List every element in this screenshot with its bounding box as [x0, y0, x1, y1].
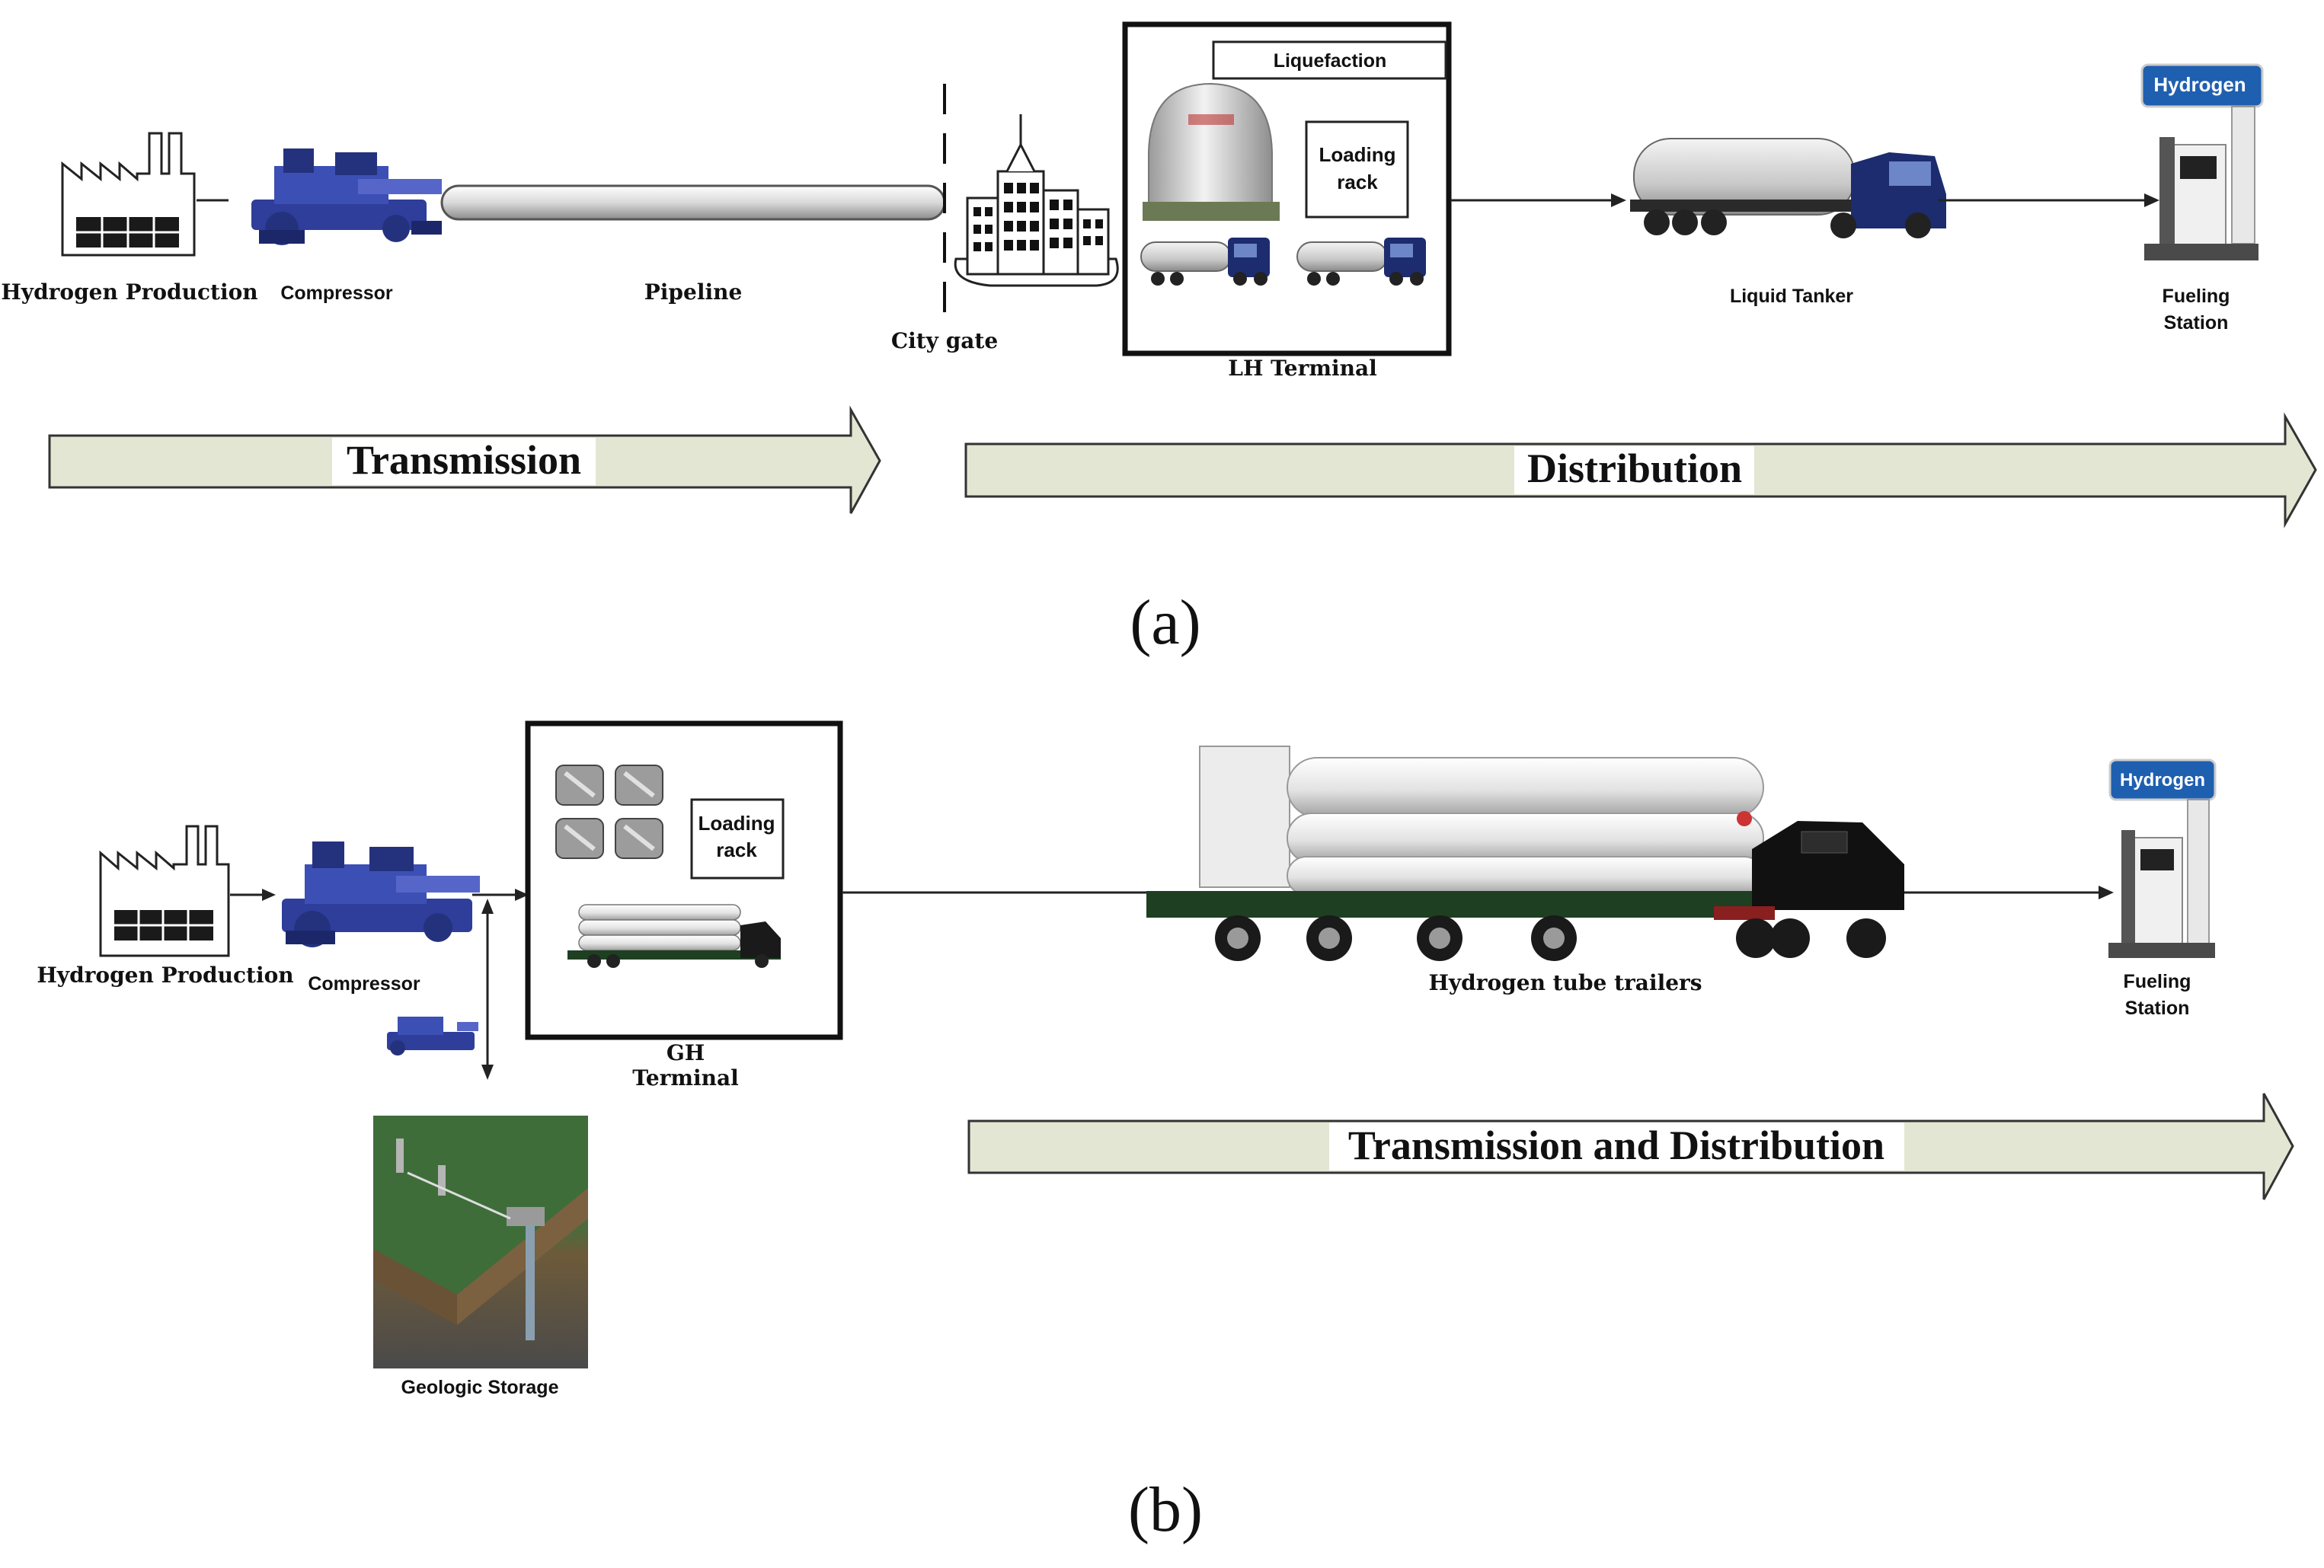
label-geologic-storage: Geologic Storage: [401, 1377, 559, 1398]
arrow-head: [481, 899, 494, 914]
fueling-station-icon: [2108, 758, 2217, 958]
label-gh-terminal-line1: GH: [667, 1040, 705, 1065]
arrow-head: [481, 1065, 494, 1080]
label-loading-rack-a-line2: rack: [1337, 171, 1378, 193]
small-tanker-icon: [1140, 238, 1270, 286]
caption-b: (b): [1128, 1474, 1203, 1545]
geologic-storage-image: [373, 1116, 588, 1368]
label-gh-terminal-line2: Terminal: [632, 1065, 739, 1091]
label-loading-rack-a-line1: Loading: [1319, 143, 1395, 166]
small-tanker-icon: [1296, 238, 1426, 286]
loading-rack-box-b: [690, 798, 785, 880]
label-station-sign-b: Hydrogen: [2120, 770, 2205, 790]
label-compressor-b: Compressor: [308, 973, 420, 995]
small-tube-trailer-icon: [567, 904, 781, 968]
factory-icon: [99, 825, 230, 957]
label-hydrogen-production-a: Hydrogen Production: [1, 279, 257, 305]
arrow-head: [262, 889, 276, 901]
label-pipeline: Pipeline: [644, 279, 743, 305]
storage-dome-icon: [1143, 82, 1280, 221]
factory-icon: [61, 132, 196, 257]
label-loading-rack-b-line2: rack: [716, 838, 757, 861]
label-fueling-station-b-line1: Fueling: [2124, 971, 2191, 992]
label-lh-terminal: LH Terminal: [1228, 356, 1376, 381]
label-liquefaction: Liquefaction: [1274, 50, 1387, 72]
arrow-head: [515, 889, 529, 901]
liquid-tanker-icon: [1630, 138, 1946, 238]
label-distribution-band: Distribution: [1527, 445, 1742, 491]
label-fueling-station-a-line2: Station: [2164, 312, 2229, 334]
arrow-head: [2144, 193, 2159, 207]
arrow-head: [1611, 193, 1626, 207]
label-tube-trailers: Hydrogen tube trailers: [1428, 970, 1702, 995]
label-compressor-a: Compressor: [280, 283, 393, 304]
band-label-bg: [332, 438, 596, 485]
label-transmission-band: Transmission: [347, 437, 581, 483]
label-hydrogen-production-b: Hydrogen Production: [37, 963, 293, 988]
label-loading-rack-b-line1: Loading: [698, 812, 775, 835]
arrow-head: [2099, 886, 2114, 899]
fueling-station-icon: [2140, 63, 2264, 260]
band-label-bg: [1514, 446, 1754, 494]
band-label-bg: [1329, 1123, 1904, 1170]
pipeline-graphic: [440, 184, 946, 221]
small-compressor-icon: [387, 1017, 478, 1055]
label-city-gate: City gate: [891, 328, 998, 353]
label-liquid-tanker: Liquid Tanker: [1730, 286, 1853, 307]
gas-cylinder-bundle-icon: [555, 765, 663, 859]
label-transmission-distribution-band: Transmission and Distribution: [1348, 1123, 1884, 1168]
label-station-sign-a: Hydrogen: [2153, 73, 2246, 96]
compressor-icon: [251, 148, 442, 245]
label-fueling-station-b-line2: Station: [2125, 998, 2190, 1019]
label-fueling-station-a-line1: Fueling: [2163, 286, 2230, 307]
liquefaction-box: [1212, 40, 1447, 80]
tube-trailer-icon: [1146, 746, 1904, 961]
compressor-icon: [282, 841, 480, 947]
caption-a: (a): [1130, 587, 1200, 658]
loading-rack-box-a: [1305, 120, 1409, 219]
city-buildings-icon: [954, 114, 1119, 287]
